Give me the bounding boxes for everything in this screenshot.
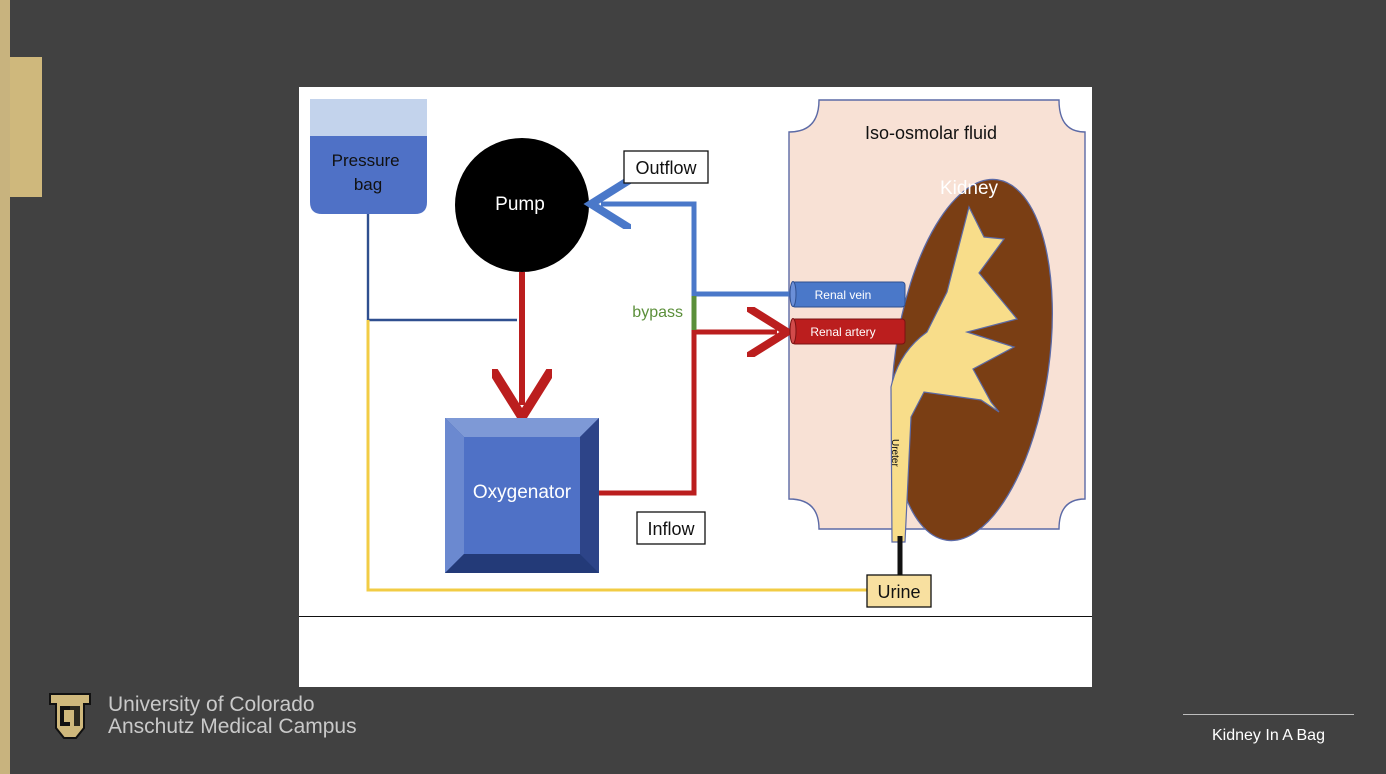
outflow-label-box — [623, 150, 709, 184]
cu-logo-icon — [49, 693, 91, 739]
urine-label-box — [866, 574, 932, 608]
oxygenator-face — [464, 437, 580, 554]
gold-accent-tab — [10, 57, 42, 197]
pressure-bag-label: Pressure bag — [332, 151, 405, 194]
urine-label: Urine — [877, 582, 920, 602]
card-divider — [299, 616, 1092, 617]
pressure-bag-air — [310, 99, 427, 136]
pump-label: Pump — [495, 194, 545, 215]
bypass-label: bypass — [632, 304, 683, 321]
oxygenator-bevel-top — [445, 418, 599, 437]
outflow-line — [601, 204, 792, 297]
ureter-label: Ureter — [889, 439, 900, 467]
gold-accent-strip — [0, 0, 10, 774]
inflow-label-box — [636, 511, 706, 545]
renal-vein-label: Renal vein — [815, 288, 872, 302]
oxygenator-label: Oxygenator — [473, 482, 572, 503]
oxygenator-bevel-right — [580, 418, 599, 573]
oxygenator-bevel-bottom — [445, 554, 599, 573]
diagram-card: Iso-osmolar fluid Kidney Ureter Pressure… — [299, 87, 1092, 687]
kidney-label: Kidney — [940, 178, 999, 199]
inflow-label: Inflow — [647, 519, 695, 539]
slide-footer-title: Kidney In A Bag — [1212, 727, 1325, 744]
university-logo: University of Colorado Anschutz Medical … — [44, 690, 357, 742]
renal-vein-end — [789, 281, 797, 307]
org-line-2: Anschutz Medical Campus — [108, 715, 357, 738]
inflow-line — [599, 332, 777, 496]
renal-artery-end — [789, 318, 797, 344]
iso-fluid-label: Iso-osmolar fluid — [865, 123, 997, 143]
ureter-shape — [890, 205, 1019, 543]
org-line-1: University of Colorado — [108, 693, 315, 716]
renal-artery-label: Renal artery — [810, 325, 875, 339]
perfusion-diagram: Iso-osmolar fluid Kidney Ureter Pressure… — [310, 99, 1086, 608]
urine-line — [366, 320, 867, 592]
oxygenator-bevel-left — [445, 418, 464, 573]
footer-divider — [1183, 714, 1354, 715]
pump-circle — [455, 138, 589, 272]
outflow-label: Outflow — [635, 158, 697, 178]
